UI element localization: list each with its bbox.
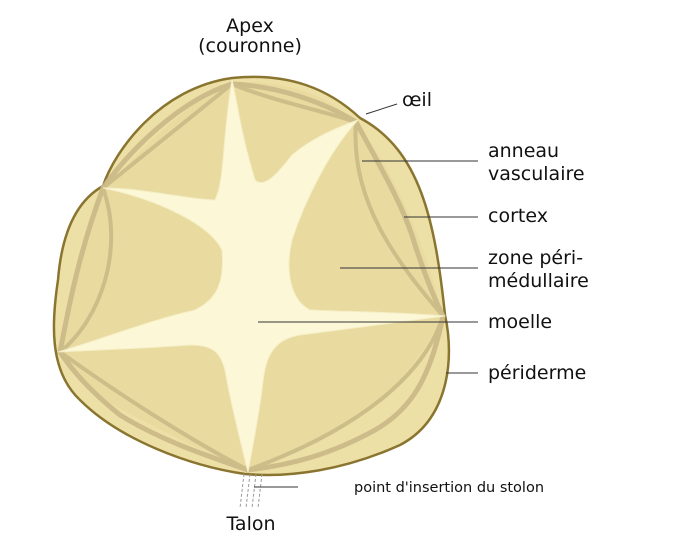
apex-label: Apex: [226, 15, 274, 37]
leader-oeil: [366, 104, 397, 114]
talon-label: Talon: [225, 513, 275, 535]
vasculaire-label: vasculaire: [488, 163, 585, 185]
moelle-label: moelle: [488, 311, 552, 333]
oeil-label: œil: [402, 89, 432, 111]
anneau-label: anneau: [488, 140, 559, 162]
apex-sublabel: (couronne): [198, 35, 302, 57]
periderme-label: périderme: [488, 362, 586, 384]
stolon-insertion: [240, 474, 262, 508]
stolon-label: point d'insertion du stolon: [354, 480, 544, 496]
zone-label: zone péri-: [488, 247, 583, 269]
cortex-label: cortex: [488, 205, 548, 227]
medullaire-label: médullaire: [488, 270, 589, 292]
